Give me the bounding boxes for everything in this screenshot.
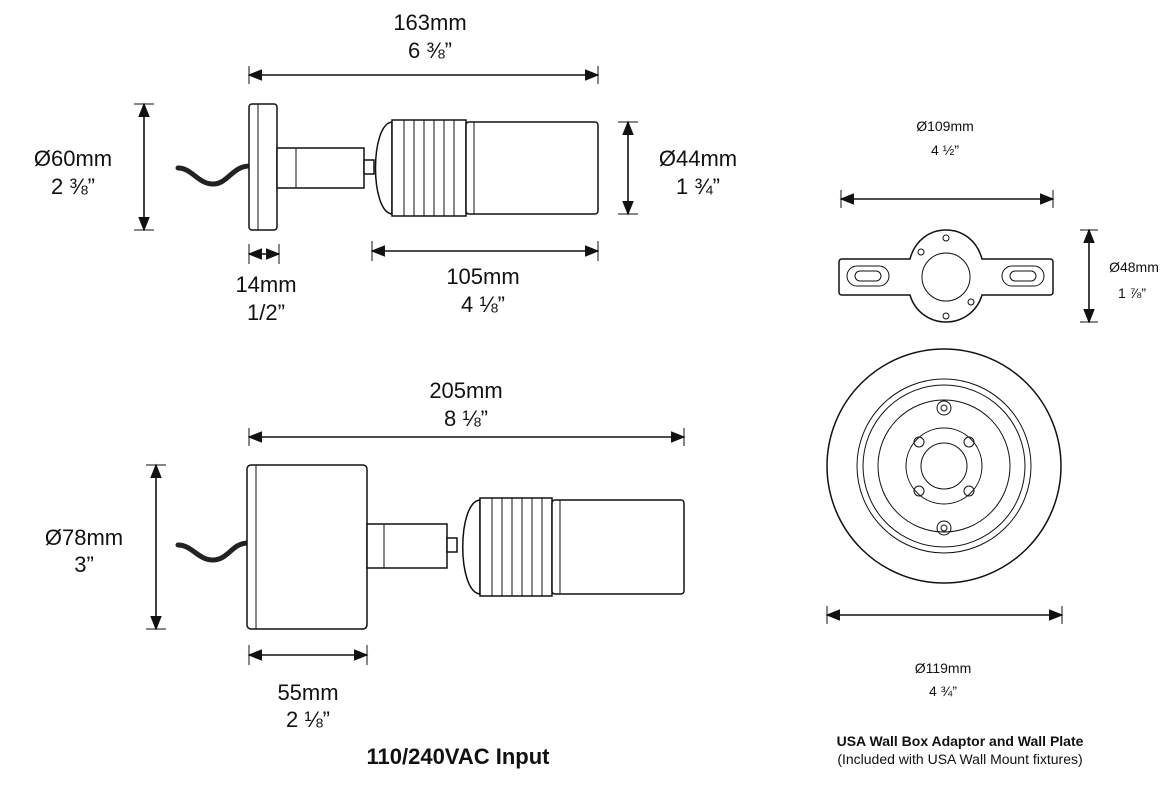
input-caption: 110/240VAC Input [367,744,551,769]
bottom-overall-length-inch: 8 ⅛” [444,406,488,431]
adaptor-height-mm: Ø48mm [1109,259,1159,275]
top-base-diameter-inch: 2 ⅜” [51,174,95,199]
bottom-base-diameter-mm: Ø78mm [45,525,123,550]
top-head-diameter-mm: Ø44mm [659,146,737,171]
bottom-fixture-drawing: 205mm 8 ⅛” Ø78mm 3” 55mm 2 ⅛” 110/240VAC… [45,378,686,769]
wall-plate-caption-note: (Included with USA Wall Mount fixtures) [837,751,1082,767]
top-base-diameter-mm: Ø60mm [34,146,112,171]
top-head-diameter-inch: 1 ¾” [676,174,720,199]
bottom-base-depth-inch: 2 ⅛” [286,707,330,732]
top-base-depth-inch: 1/2” [247,300,285,325]
bottom-base-diameter-inch: 3” [74,552,94,577]
top-overall-length-mm: 163mm [393,10,466,35]
bottom-overall-length-mm: 205mm [429,378,502,403]
wall-plate-diameter-mm: Ø119mm [915,660,972,676]
adaptor-width-mm: Ø109mm [916,118,974,134]
top-base-depth-mm: 14mm [235,272,296,297]
top-fixture-drawing: 163mm 6 ⅜” Ø60mm 2 ⅜” Ø44mm 1 ¾” 14mm 1/… [34,10,737,325]
wall-plate-caption-title: USA Wall Box Adaptor and Wall Plate [837,733,1084,749]
wall-plate-drawing: Ø119mm 4 ¾” USA Wall Box Adaptor and Wal… [825,348,1084,767]
top-overall-length-inch: 6 ⅜” [408,38,452,63]
adaptor-width-inch: 4 ½” [931,142,959,158]
bottom-base-depth-mm: 55mm [277,680,338,705]
wall-plate-diameter-inch: 4 ¾” [929,683,957,699]
adaptor-height-inch: 1 ⅞” [1118,285,1146,301]
wall-box-adaptor-drawing: Ø109mm 4 ½” Ø48mm 1 ⅞” [838,118,1159,324]
top-head-length-inch: 4 ⅛” [461,292,505,317]
top-head-length-mm: 105mm [446,264,519,289]
